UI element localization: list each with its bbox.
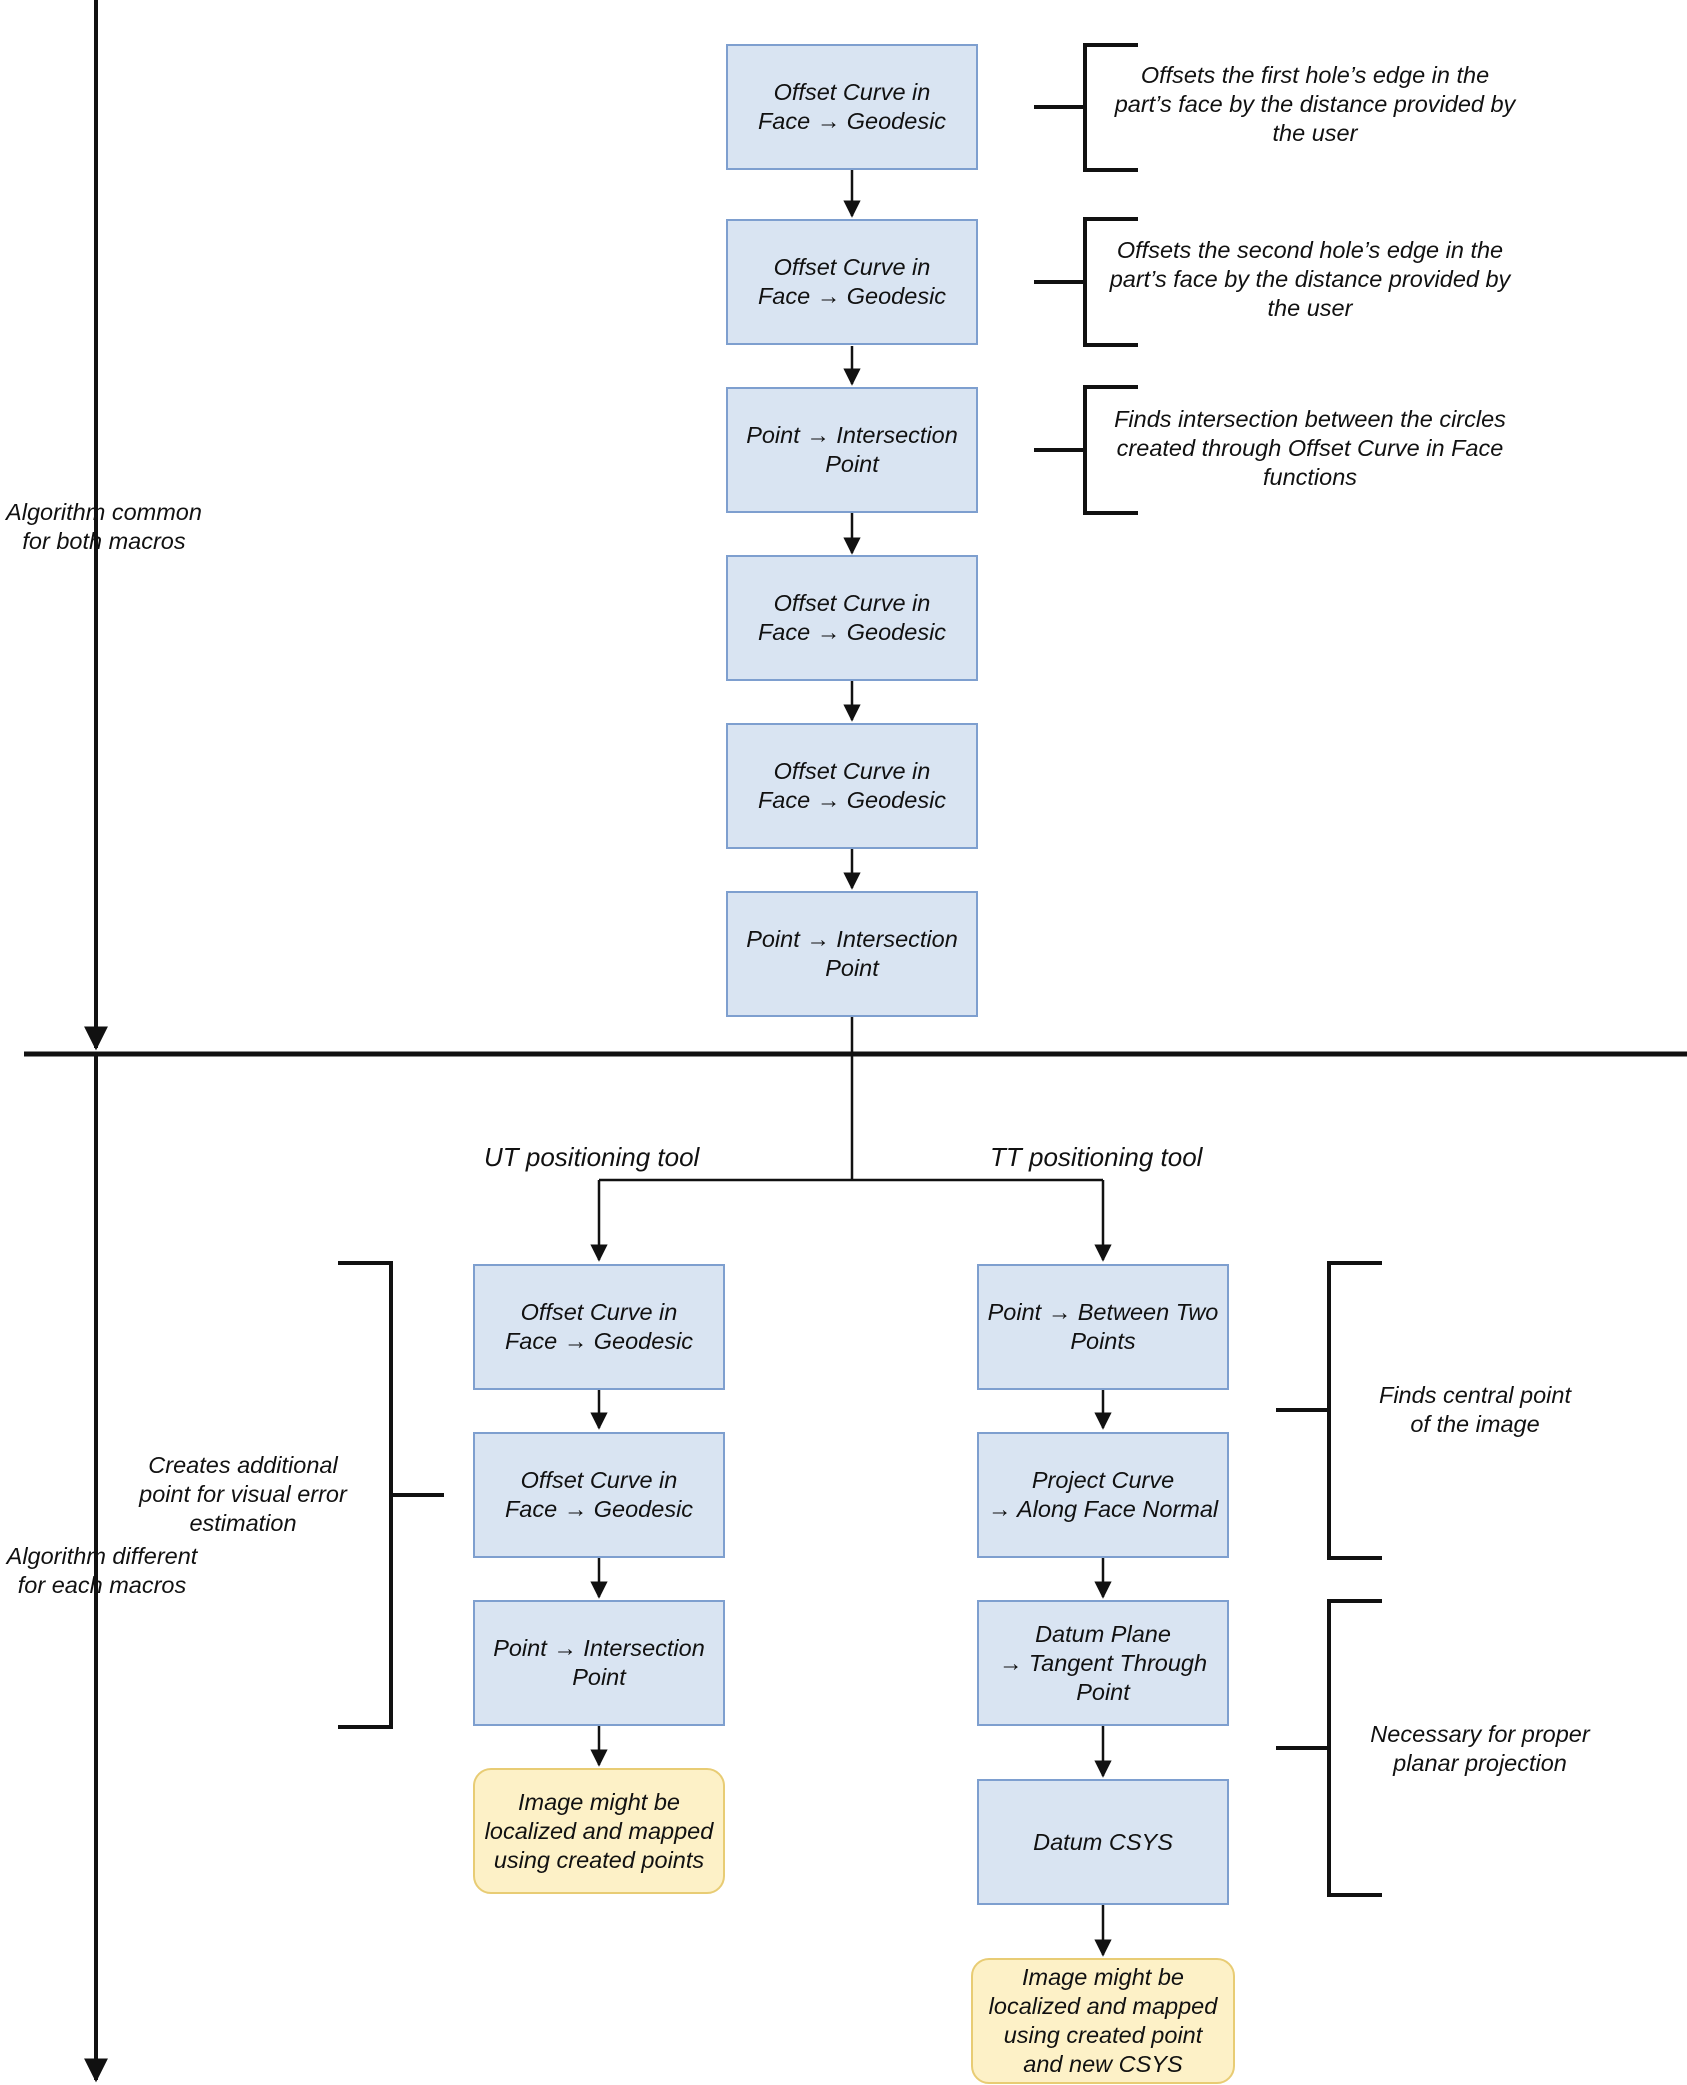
bracket-tt-2	[1276, 1599, 1382, 1897]
tt-note-1: Finds central point of the image	[1378, 1382, 1572, 1437]
common-step-3: Point → Intersection Point	[726, 387, 978, 513]
ut-step-3: Point → Intersection Point	[473, 1600, 725, 1726]
bracket-common-3	[1034, 385, 1138, 515]
common-note-2: Offsets the second hole’s edge in the pa…	[1109, 237, 1511, 321]
bracket-common-2	[1034, 217, 1138, 347]
ut-step-2: Offset Curve in Face → Geodesic	[473, 1432, 725, 1558]
common-step-4: Offset Curve in Face → Geodesic	[726, 555, 978, 681]
ut-result: Image might be localized and mapped usin…	[473, 1768, 725, 1894]
tt-step-4: Datum CSYS	[977, 1779, 1229, 1905]
bracket-tt-1	[1276, 1261, 1382, 1560]
common-note-1: Offsets the first hole’s edge in the par…	[1114, 62, 1516, 146]
common-step-2: Offset Curve in Face → Geodesic	[726, 219, 978, 345]
common-step-1: Offset Curve in Face → Geodesic	[726, 44, 978, 170]
common-note-3: Finds intersection between the circles c…	[1114, 406, 1506, 490]
tt-branch-label: TT positioning tool	[990, 1142, 1203, 1172]
common-step-5: Offset Curve in Face → Geodesic	[726, 723, 978, 849]
tt-step-3: Datum Plane → Tangent Through Point	[977, 1600, 1229, 1726]
common-step-6: Point → Intersection Point	[726, 891, 978, 1017]
bracket-common-1	[1034, 43, 1138, 172]
tt-step-2: Project Curve → Along Face Normal	[977, 1432, 1229, 1558]
tt-step-1: Point → Between Two Points	[977, 1264, 1229, 1390]
tt-note-2: Necessary for proper planar projection	[1370, 1721, 1590, 1776]
different-section-label: Algorithm different for each macros	[6, 1543, 198, 1598]
bracket-ut	[338, 1261, 444, 1729]
ut-note: Creates additional point for visual erro…	[139, 1452, 347, 1536]
common-section-label: Algorithm common for both macros	[6, 499, 202, 554]
ut-branch-label: UT positioning tool	[484, 1142, 700, 1172]
ut-step-1: Offset Curve in Face → Geodesic	[473, 1264, 725, 1390]
tt-result: Image might be localized and mapped usin…	[971, 1958, 1235, 2084]
